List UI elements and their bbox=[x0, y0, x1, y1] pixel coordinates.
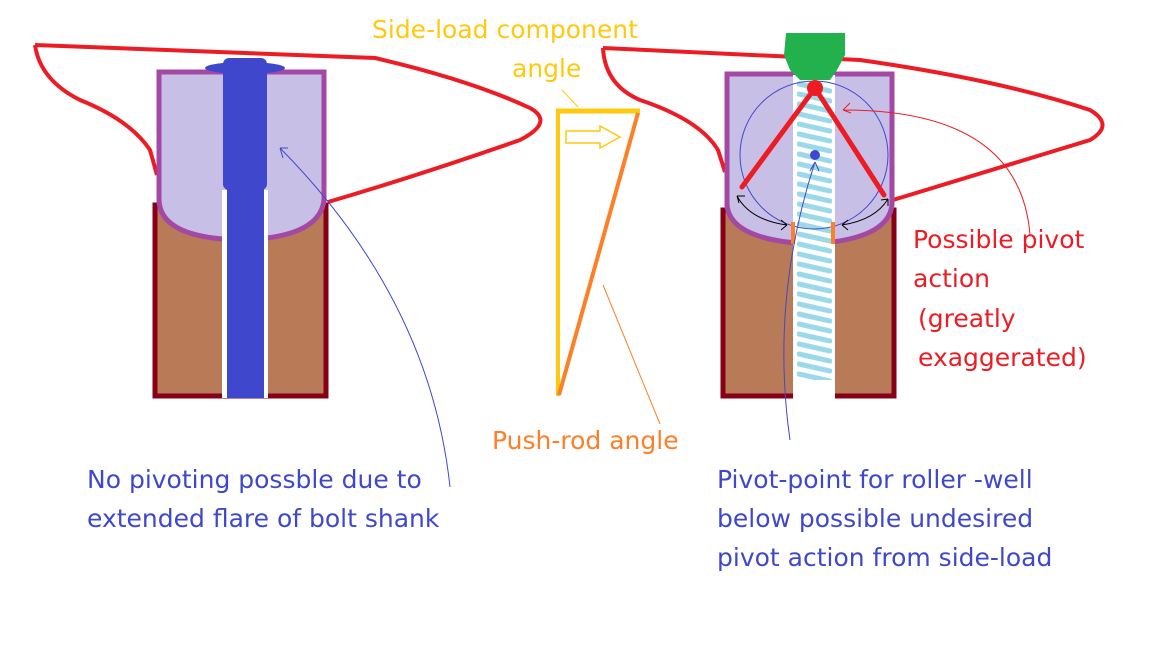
pivot-point-label-line3: pivot action from side-load bbox=[717, 543, 1053, 572]
angle-triangle bbox=[556, 89, 661, 425]
pivot-apex-dot bbox=[807, 80, 823, 96]
hatch-stroke bbox=[797, 341, 832, 354]
possible-pivot-label-line4: exaggerated) bbox=[918, 343, 1087, 372]
hatch-stroke bbox=[797, 141, 832, 154]
left-bolt-shank bbox=[227, 185, 264, 398]
side-load-label-line1: Side-load component bbox=[372, 15, 638, 44]
left-swing-arrow-icon bbox=[736, 195, 788, 231]
left-bolt-upper bbox=[223, 58, 267, 190]
hatch-stroke bbox=[797, 111, 832, 124]
hatch-stroke bbox=[797, 291, 832, 304]
hatch-stroke bbox=[797, 121, 832, 134]
side-load-label-line2: angle bbox=[512, 54, 582, 83]
hatch-stroke bbox=[797, 131, 832, 144]
pivot-point-label-line1: Pivot-point for roller -well bbox=[717, 465, 1033, 494]
hatch-stroke bbox=[797, 251, 832, 264]
hatch-stroke bbox=[797, 281, 832, 294]
hatch-stroke bbox=[797, 191, 832, 204]
right-assembly bbox=[601, 33, 1105, 400]
hatch-stroke bbox=[797, 371, 832, 380]
no-pivot-label-line1: No pivoting possble due to bbox=[87, 465, 422, 494]
hatch-stroke bbox=[797, 361, 832, 374]
green-cap bbox=[784, 33, 845, 80]
left-assembly bbox=[33, 43, 543, 399]
no-pivot-callout-arrow bbox=[279, 147, 451, 488]
hatch-stroke bbox=[797, 241, 832, 254]
pivot-point-label-line2: below possible undesired bbox=[717, 504, 1034, 533]
right-swing-arrow-icon bbox=[841, 198, 889, 231]
hatch-stroke bbox=[797, 351, 832, 364]
no-pivot-label-line2: extended flare of bolt shank bbox=[87, 504, 440, 533]
left-red-outline bbox=[33, 43, 543, 204]
hatch-stroke bbox=[797, 321, 832, 334]
push-rod-line bbox=[557, 112, 640, 396]
hatch-stroke bbox=[797, 161, 832, 174]
possible-pivot-label-line3: (greatly bbox=[918, 304, 1016, 333]
possible-pivot-label-line2: action bbox=[913, 264, 990, 293]
roller-hatching bbox=[797, 81, 832, 380]
hatch-stroke bbox=[797, 311, 832, 324]
roller-pivot-dot bbox=[810, 150, 820, 160]
hatch-stroke bbox=[797, 271, 832, 284]
right-orange-marker bbox=[831, 222, 835, 244]
hatch-stroke bbox=[797, 331, 832, 344]
left-orange-marker bbox=[791, 222, 795, 244]
push-rod-label: Push-rod angle bbox=[492, 426, 679, 455]
right-red-outline bbox=[601, 46, 1105, 202]
hatch-stroke bbox=[797, 221, 832, 234]
possible-pivot-callout-arrow bbox=[842, 102, 1031, 236]
pivot-point-callout-arrow bbox=[783, 161, 820, 441]
hatch-stroke bbox=[797, 211, 832, 224]
hatch-stroke bbox=[797, 261, 832, 274]
hatch-stroke bbox=[797, 301, 832, 314]
hatch-stroke bbox=[797, 181, 832, 194]
hatch-stroke bbox=[797, 231, 832, 244]
hatch-stroke bbox=[797, 201, 832, 214]
side-load-arrow-icon bbox=[565, 124, 622, 150]
hatch-stroke bbox=[797, 171, 832, 184]
possible-pivot-label-line1: Possible pivot bbox=[913, 225, 1085, 254]
